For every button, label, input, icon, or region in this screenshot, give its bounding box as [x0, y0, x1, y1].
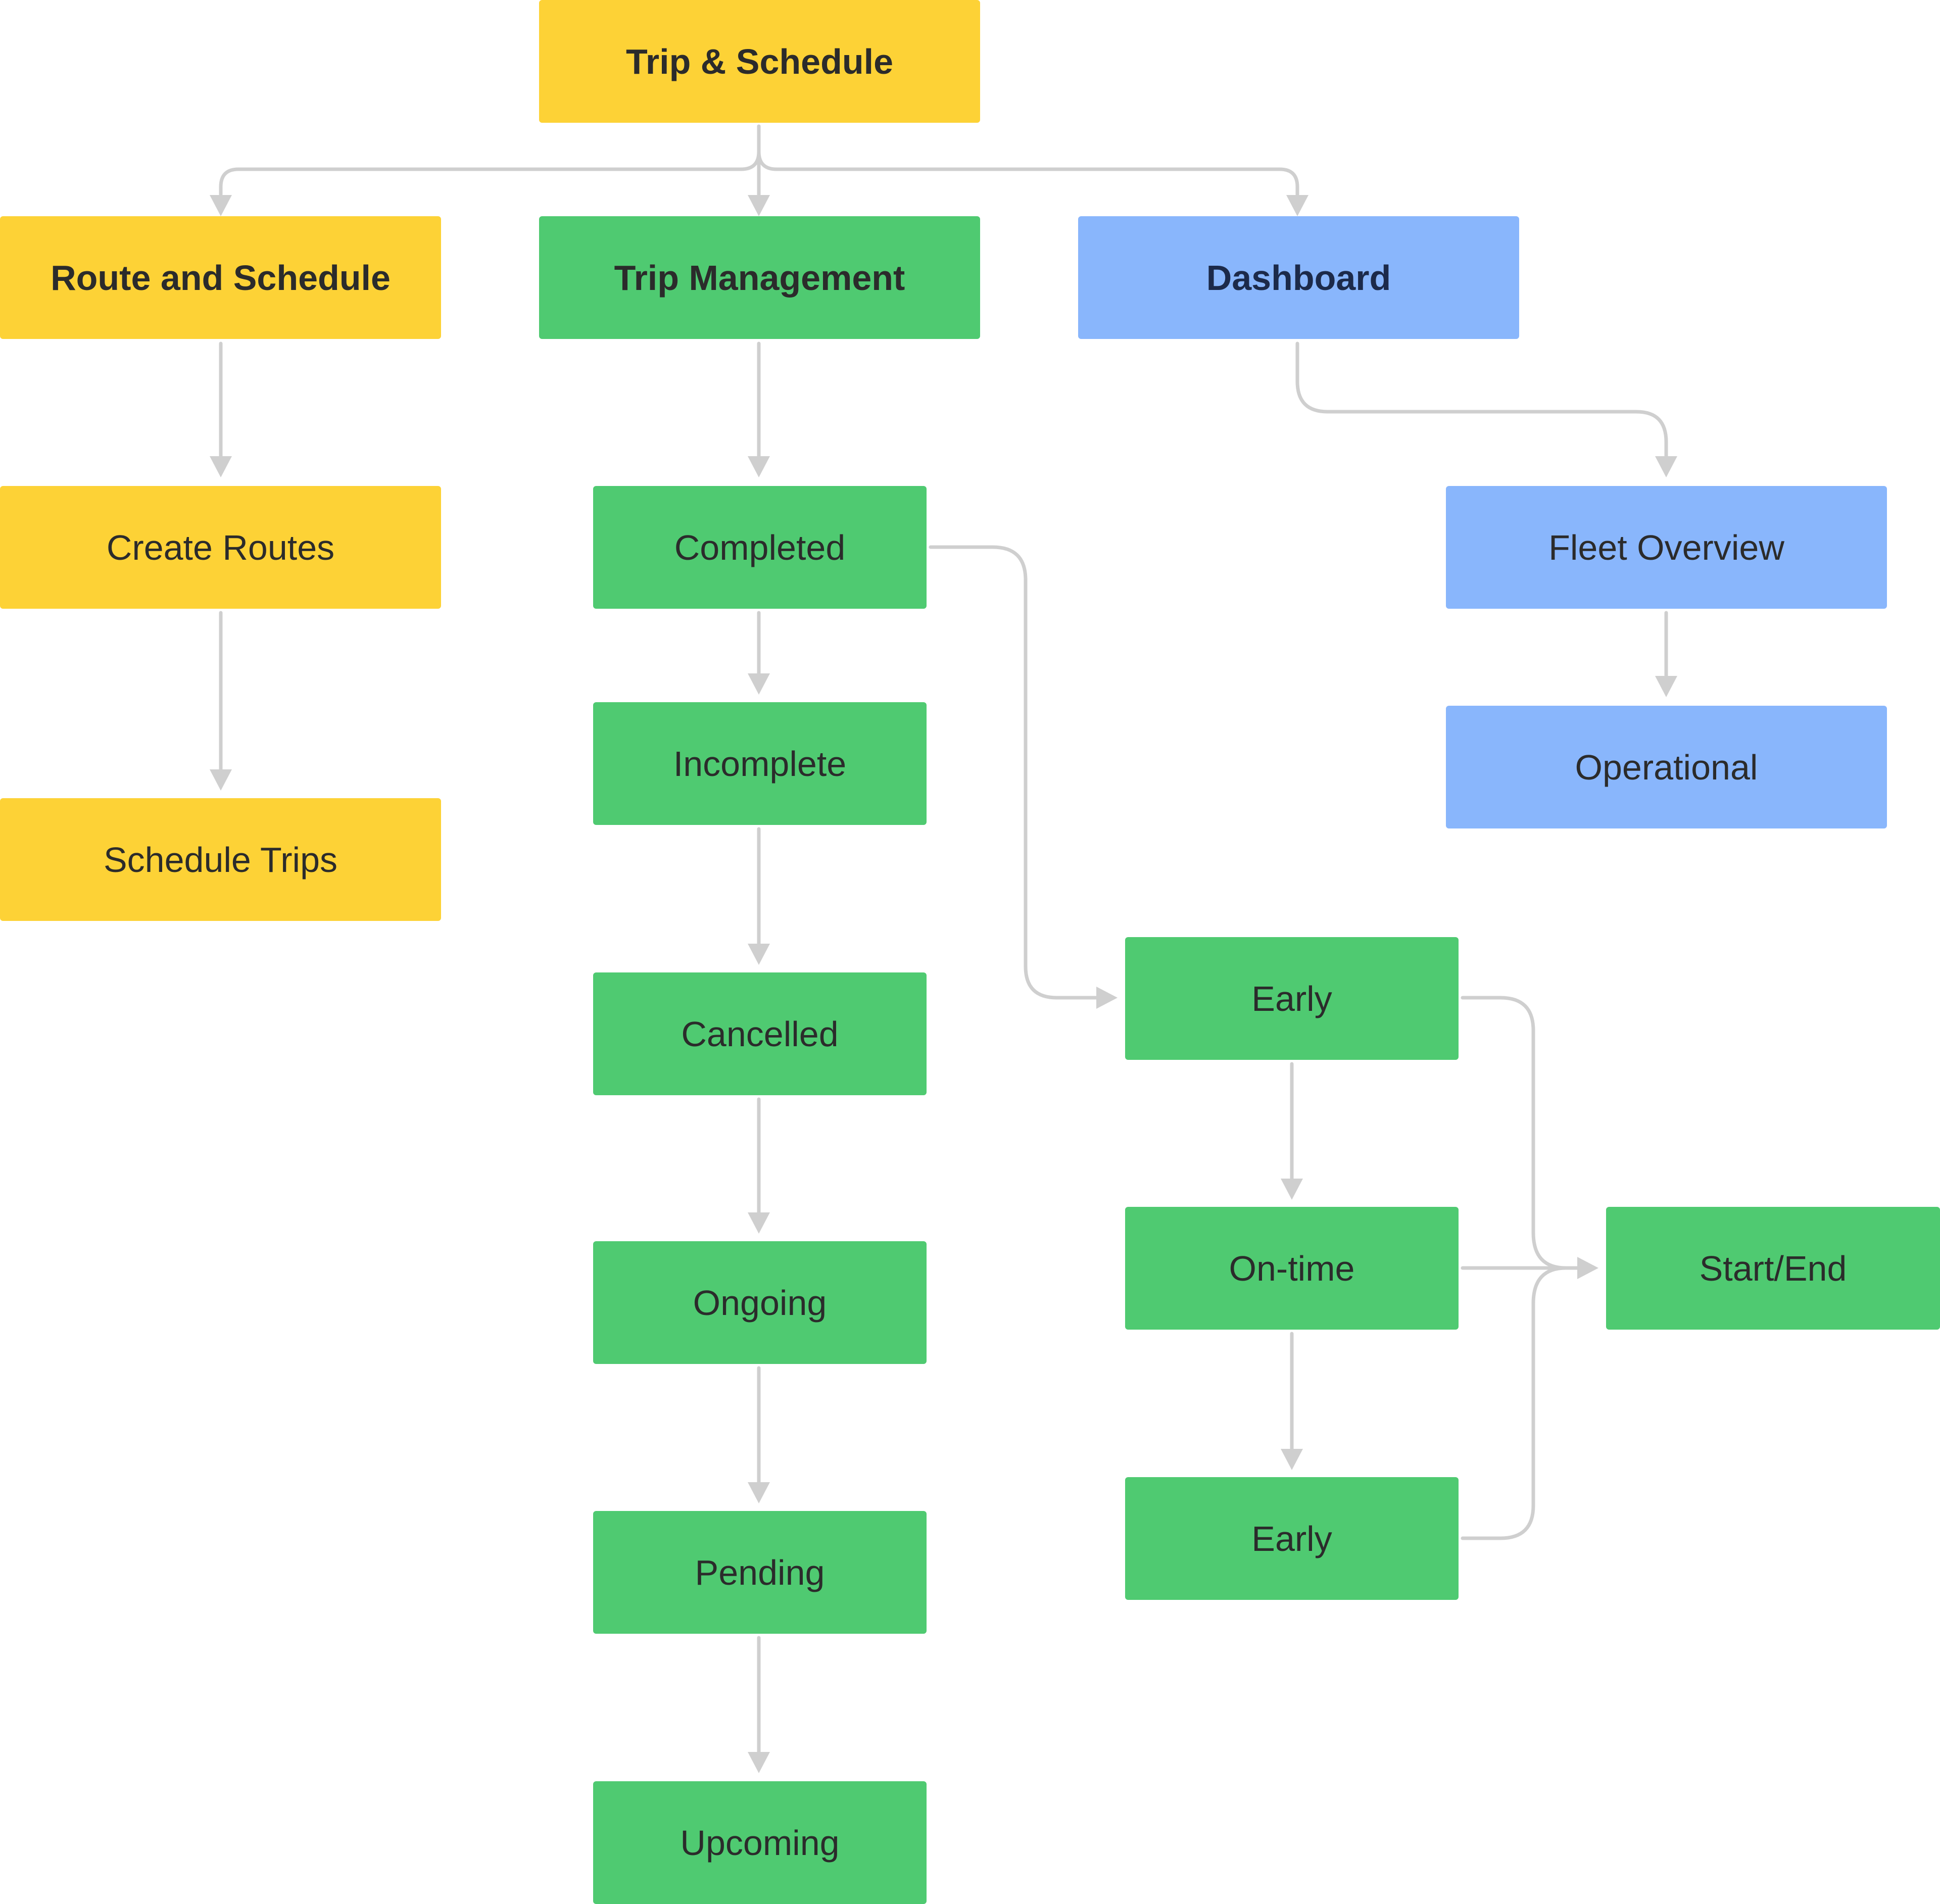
edge-root-to-route-schedule	[210, 124, 761, 216]
node-on-time[interactable]: On-time	[1125, 1207, 1459, 1330]
edge-completed-to-incomplete-arrowhead	[748, 673, 770, 695]
edge-route-schedule-to-create-routes-arrowhead	[210, 456, 232, 477]
edge-dashboard-to-fleet-overview-line	[1295, 341, 1668, 464]
edge-create-routes-to-schedule-trips	[210, 611, 232, 791]
edge-early-2-to-start-end-line	[1461, 1266, 1585, 1540]
edge-incomplete-to-cancelled	[748, 827, 770, 965]
edge-early-to-start-end-line	[1461, 996, 1585, 1270]
node-early-2[interactable]: Early	[1125, 1477, 1459, 1600]
edge-dashboard-to-fleet-overview-arrowhead	[1655, 456, 1677, 477]
edge-completed-to-incomplete	[748, 611, 770, 695]
edge-early-to-on-time-arrowhead	[1281, 1179, 1303, 1200]
edge-completed-to-early-line	[929, 545, 1104, 1000]
edge-trip-management-to-completed-arrowhead	[748, 456, 770, 477]
node-early-1[interactable]: Early	[1125, 937, 1459, 1060]
edge-cancelled-to-ongoing	[748, 1097, 770, 1234]
node-operational[interactable]: Operational	[1446, 706, 1887, 828]
edge-root-to-route-schedule-arrowhead	[210, 195, 232, 216]
edge-pending-to-upcoming-arrowhead	[748, 1752, 770, 1773]
node-upcoming[interactable]: Upcoming	[593, 1781, 927, 1904]
node-route-and-schedule[interactable]: Route and Schedule	[0, 216, 441, 339]
edge-early-to-on-time	[1281, 1062, 1303, 1200]
edge-ongoing-to-pending-arrowhead	[748, 1482, 770, 1503]
edge-early-to-start-end	[1461, 996, 1585, 1270]
node-cancelled[interactable]: Cancelled	[593, 972, 927, 1095]
node-dashboard[interactable]: Dashboard	[1078, 216, 1519, 339]
node-trip-and-schedule[interactable]: Trip & Schedule	[539, 0, 980, 123]
edge-cancelled-to-ongoing-arrowhead	[748, 1212, 770, 1234]
node-start-end[interactable]: Start/End	[1606, 1207, 1940, 1330]
edge-root-to-dashboard-line	[757, 124, 1299, 197]
edge-on-time-to-early	[1281, 1332, 1303, 1470]
edge-route-schedule-to-create-routes	[210, 341, 232, 477]
node-fleet-overview[interactable]: Fleet Overview	[1446, 486, 1887, 609]
node-trip-management[interactable]: Trip Management	[539, 216, 980, 339]
edge-dashboard-to-fleet-overview	[1295, 341, 1677, 477]
edge-completed-to-early-arrowhead	[1096, 987, 1118, 1009]
edge-ongoing-to-pending	[748, 1366, 770, 1503]
edge-root-to-trip-management-arrowhead	[748, 195, 770, 216]
edge-trip-management-to-completed	[748, 341, 770, 477]
edge-root-to-route-schedule-line	[219, 124, 761, 197]
node-ongoing[interactable]: Ongoing	[593, 1241, 927, 1364]
node-schedule-trips[interactable]: Schedule Trips	[0, 798, 441, 921]
node-completed[interactable]: Completed	[593, 486, 927, 609]
node-pending[interactable]: Pending	[593, 1511, 927, 1634]
edge-on-time-to-start-end-arrowhead	[1577, 1257, 1598, 1279]
edge-pending-to-upcoming	[748, 1636, 770, 1773]
edge-early-2-to-start-end	[1461, 1266, 1585, 1540]
node-create-routes[interactable]: Create Routes	[0, 486, 441, 609]
edge-on-time-to-early-arrowhead	[1281, 1449, 1303, 1470]
edge-root-to-dashboard	[757, 124, 1308, 216]
node-incomplete[interactable]: Incomplete	[593, 702, 927, 825]
edge-fleet-overview-to-operational	[1655, 611, 1677, 697]
edge-incomplete-to-cancelled-arrowhead	[748, 944, 770, 965]
edge-completed-to-early	[929, 545, 1118, 1009]
edge-root-to-dashboard-arrowhead	[1286, 195, 1308, 216]
edge-create-routes-to-schedule-trips-arrowhead	[210, 769, 232, 791]
edge-fleet-overview-to-operational-arrowhead	[1655, 676, 1677, 697]
